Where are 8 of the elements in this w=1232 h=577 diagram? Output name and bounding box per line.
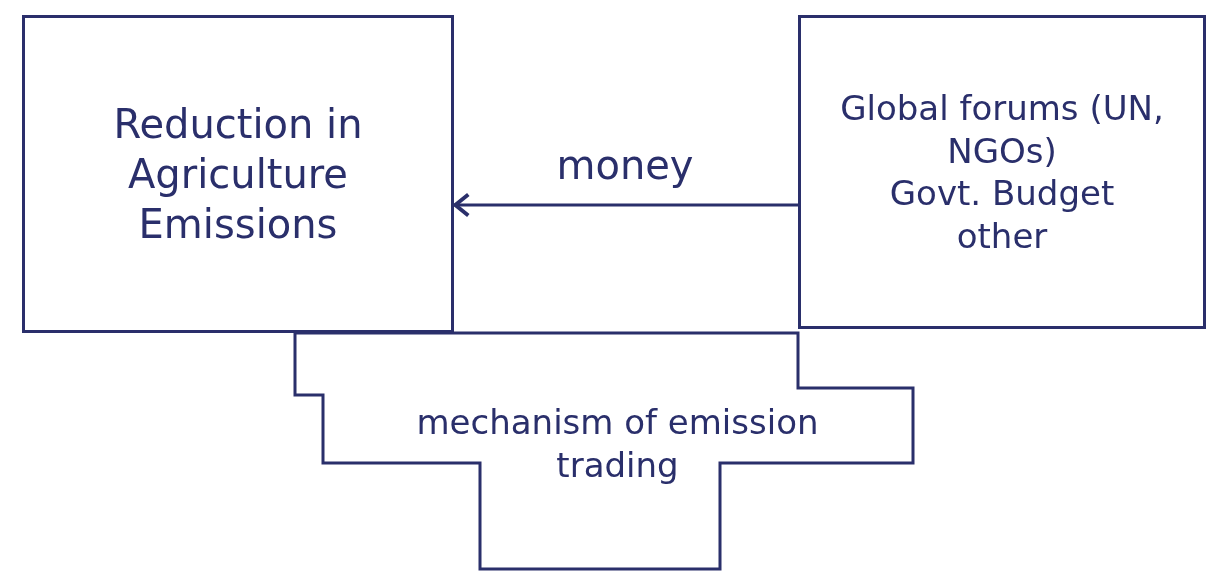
arrow <box>453 192 798 218</box>
node-text: mechanism of emission trading <box>415 401 820 486</box>
node-text: Reduction in Agriculture Emissions <box>112 100 364 249</box>
node-text: Govt. Budget <box>889 172 1115 215</box>
node-text: other <box>956 214 1048 257</box>
process-box <box>22 15 454 333</box>
node-text: Global forums (UN, NGOs) <box>839 87 1165 172</box>
process-box <box>798 15 1206 329</box>
